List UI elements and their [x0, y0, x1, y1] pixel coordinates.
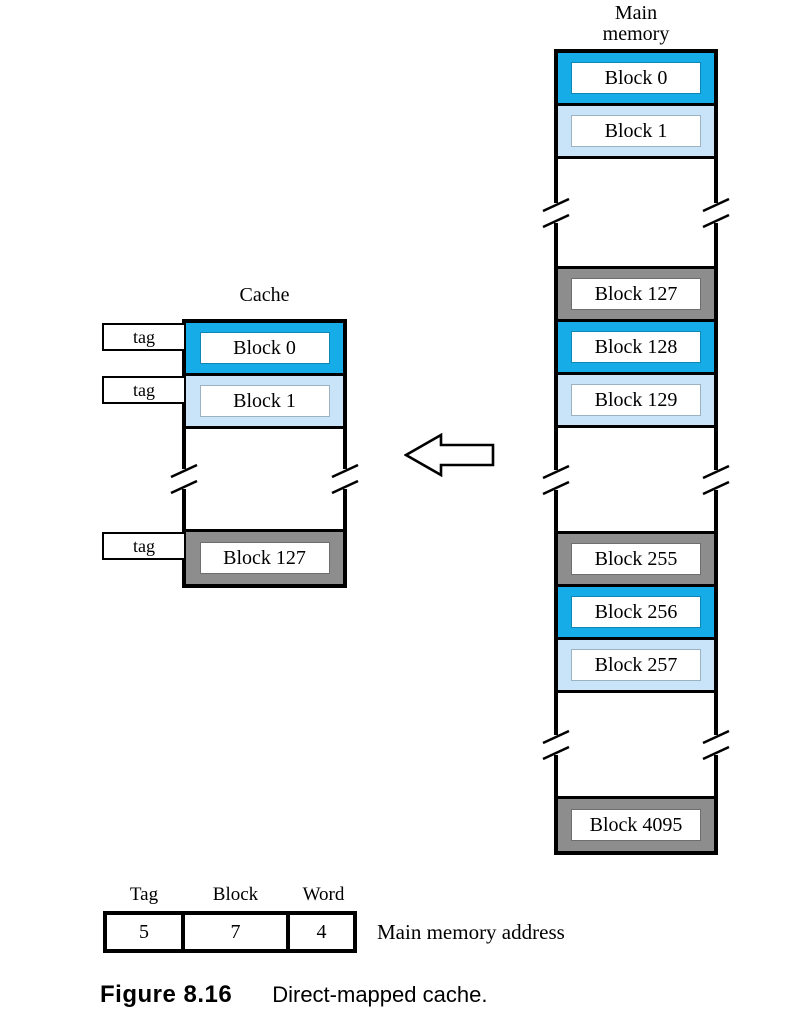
- cache-title: Cache: [239, 284, 290, 306]
- mm-block-129-label: Block 129: [594, 388, 678, 411]
- mm-block-256-label: Block 256: [594, 600, 678, 623]
- cache-ellipsis-gap: [169, 429, 360, 532]
- mm-block-256-label-box: Block 256: [572, 597, 700, 627]
- break-mark-icon: [701, 464, 731, 495]
- cache-tag-box-1: tag: [102, 376, 186, 404]
- mm-ellipsis-gap-1: [541, 159, 731, 269]
- mm-block-129: Block 129: [558, 375, 714, 428]
- mm-block-128-label-box: Block 128: [572, 332, 700, 362]
- mm-block-1-label-box: Block 1: [572, 116, 700, 146]
- address-tag-bits: 5: [107, 915, 185, 949]
- mm-block-257-label-box: Block 257: [572, 650, 700, 680]
- cache-block-127: Block 127: [186, 532, 343, 584]
- figure-number: Figure 8.16: [100, 981, 233, 1008]
- mm-block-255-label: Block 255: [594, 547, 678, 570]
- break-mark-icon: [701, 729, 731, 760]
- mm-block-257: Block 257: [558, 640, 714, 693]
- cache-block-127-label: Block 127: [223, 546, 306, 569]
- mm-block-1-label: Block 1: [604, 119, 668, 142]
- left-arrow-icon: [404, 432, 495, 478]
- mm-block-129-label-box: Block 129: [572, 385, 700, 415]
- break-mark-icon: [330, 463, 360, 495]
- figure-caption: Figure 8.16 Direct-mapped cache.: [100, 981, 487, 1009]
- mm-block-255: Block 255: [558, 534, 714, 587]
- cache-block-1-label: Block 1: [233, 389, 296, 412]
- mm-block-127-label: Block 127: [594, 282, 678, 305]
- mm-block-4095-label-box: Block 4095: [572, 810, 700, 840]
- cache-tag-1-label: tag: [133, 379, 155, 400]
- address-field-label-tag: Tag: [129, 884, 159, 905]
- cache-tag-box-2: tag: [102, 532, 186, 560]
- mm-block-128-label: Block 128: [594, 335, 678, 358]
- cache-tag-2-label: tag: [133, 535, 155, 556]
- mm-ellipsis-gap-3: [541, 693, 731, 799]
- figure-caption-text: Direct-mapped cache.: [272, 982, 488, 1007]
- address-word-bits: 4: [316, 920, 327, 943]
- break-mark-icon: [701, 197, 731, 228]
- cache-tag-box-0: tag: [102, 323, 186, 351]
- break-mark-icon: [541, 464, 571, 495]
- mm-block-127-label-box: Block 127: [572, 279, 700, 309]
- cache-block-1-label-box: Block 1: [200, 386, 329, 416]
- cache-block-0: Block 0: [186, 323, 343, 376]
- address-note: Main memory address: [377, 919, 565, 944]
- cache-column: Block 0 Block 1 Block 127: [169, 319, 360, 588]
- mm-block-1: Block 1: [558, 106, 714, 159]
- cache-block-1: Block 1: [186, 376, 343, 429]
- mm-block-255-label-box: Block 255: [572, 544, 700, 574]
- address-word-box: 5 7 4: [103, 911, 357, 953]
- mm-block-128: Block 128: [558, 322, 714, 375]
- break-mark-icon: [541, 729, 571, 760]
- mm-ellipsis-gap-2: [541, 428, 731, 534]
- mm-block-256: Block 256: [558, 587, 714, 640]
- cache-block-0-label: Block 0: [233, 336, 296, 359]
- mm-block-0-label: Block 0: [604, 66, 668, 89]
- mm-block-0: Block 0: [558, 53, 714, 106]
- break-mark-icon: [169, 463, 199, 495]
- mm-block-127: Block 127: [558, 269, 714, 322]
- mm-block-4095: Block 4095: [558, 799, 714, 851]
- cache-block-127-label-box: Block 127: [200, 543, 329, 573]
- cache-tag-0-label: tag: [133, 326, 155, 347]
- address-block-bits: 7: [185, 915, 290, 949]
- mm-block-257-label: Block 257: [594, 653, 678, 676]
- main-memory-title: Main memory: [602, 2, 670, 45]
- break-mark-icon: [541, 197, 571, 228]
- address-field-label-word: Word: [302, 884, 345, 905]
- mm-block-0-label-box: Block 0: [572, 63, 700, 93]
- cache-block-0-label-box: Block 0: [200, 333, 329, 363]
- mm-block-4095-label: Block 4095: [589, 813, 683, 836]
- address-field-label-block: Block: [212, 884, 259, 905]
- main-memory-column: Block 0 Block 1 Block 127 Block 128 Bloc…: [541, 49, 731, 855]
